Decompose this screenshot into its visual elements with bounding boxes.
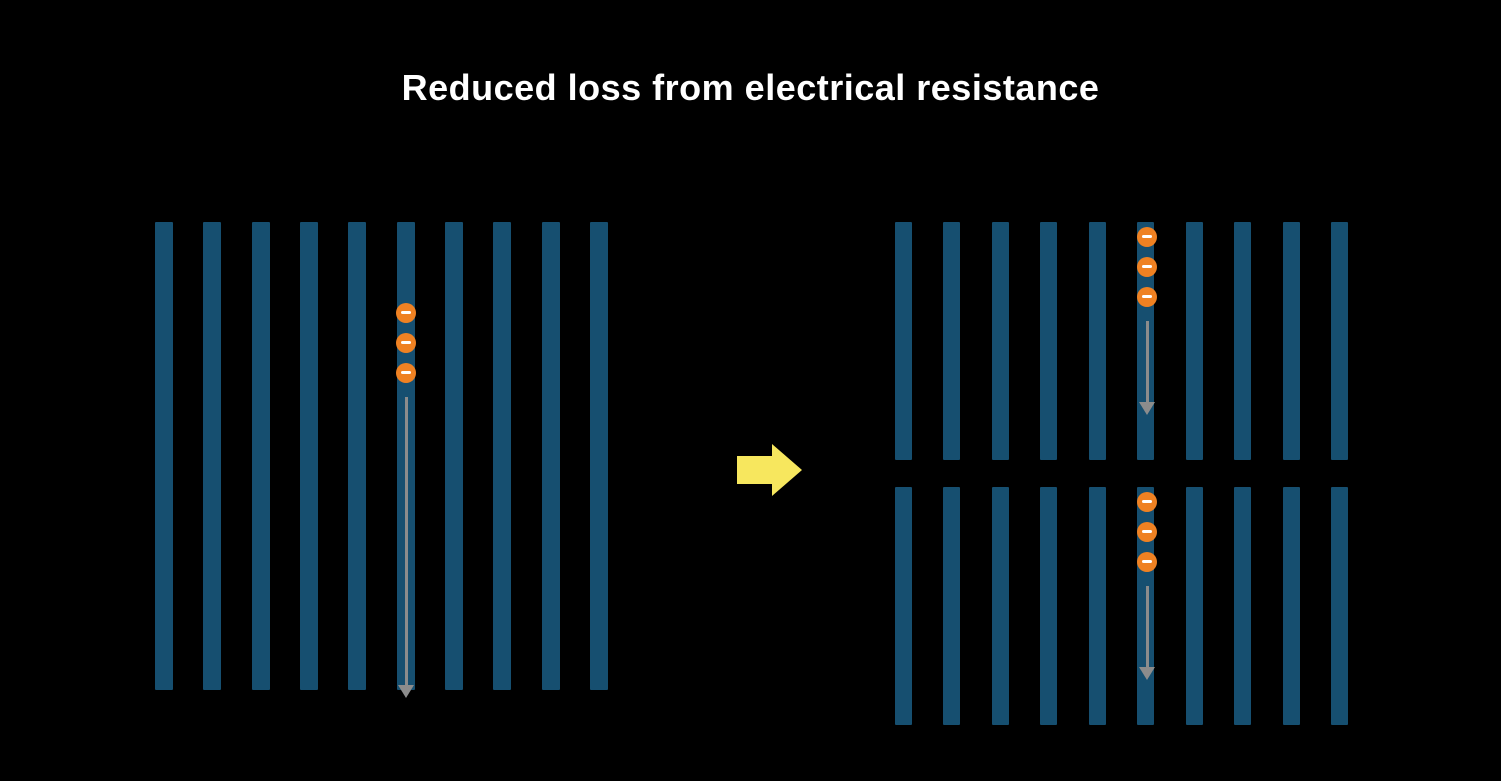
cell-finger-bar xyxy=(1282,487,1300,725)
half-cell-top-panel xyxy=(895,222,1348,460)
electron-flow xyxy=(1136,492,1158,667)
bar-grid xyxy=(155,222,608,690)
electron-minus-icon xyxy=(1137,227,1157,247)
cell-finger-bar xyxy=(1185,487,1203,725)
cell-finger-bar xyxy=(203,222,222,690)
electron-minus-icon xyxy=(396,363,416,383)
cell-finger-bar xyxy=(1234,222,1252,460)
cell-finger-bar xyxy=(1282,222,1300,460)
electron-minus-icon xyxy=(396,333,416,353)
cell-finger-bar xyxy=(1088,487,1106,725)
cell-finger-bar xyxy=(251,222,270,690)
cell-finger-bar xyxy=(943,222,961,460)
cell-finger-bar xyxy=(1234,487,1252,725)
cell-finger-bar xyxy=(444,222,463,690)
electron-flow xyxy=(395,303,417,685)
diagram-title: Reduced loss from electrical resistance xyxy=(401,67,1100,108)
down-arrow-icon xyxy=(1145,321,1149,402)
cell-finger-bar xyxy=(1040,487,1058,725)
cell-finger-bar xyxy=(1088,222,1106,460)
electron-minus-icon xyxy=(1137,552,1157,572)
electron-minus-icon xyxy=(1137,257,1157,277)
electron-minus-icon xyxy=(1137,287,1157,307)
full-cell-panel xyxy=(155,222,608,690)
cell-finger-bar xyxy=(1040,222,1058,460)
cell-finger-bar xyxy=(155,222,173,690)
cell-finger-bar xyxy=(895,222,912,460)
electron-minus-icon xyxy=(396,303,416,323)
cell-finger-bar xyxy=(541,222,560,690)
half-cell-bottom-panel xyxy=(895,487,1348,725)
electron-minus-icon xyxy=(1137,492,1157,512)
cell-finger-bar xyxy=(943,487,961,725)
cell-finger-bar xyxy=(895,487,912,725)
cell-finger-bar xyxy=(493,222,512,690)
cell-finger-bar xyxy=(991,222,1009,460)
right-arrow-icon xyxy=(737,444,802,496)
cell-finger-bar xyxy=(299,222,318,690)
electron-minus-icon xyxy=(1137,522,1157,542)
cell-finger-bar xyxy=(1185,222,1203,460)
cell-finger-bar xyxy=(348,222,367,690)
cell-finger-bar xyxy=(991,487,1009,725)
down-arrow-icon xyxy=(1145,586,1149,667)
electron-flow xyxy=(1136,227,1158,402)
down-arrow-icon xyxy=(404,397,408,685)
bar-grid xyxy=(895,487,1348,725)
cell-finger-bar xyxy=(1330,487,1348,725)
cell-finger-bar xyxy=(589,222,608,690)
bar-grid xyxy=(895,222,1348,460)
cell-finger-bar xyxy=(1330,222,1348,460)
